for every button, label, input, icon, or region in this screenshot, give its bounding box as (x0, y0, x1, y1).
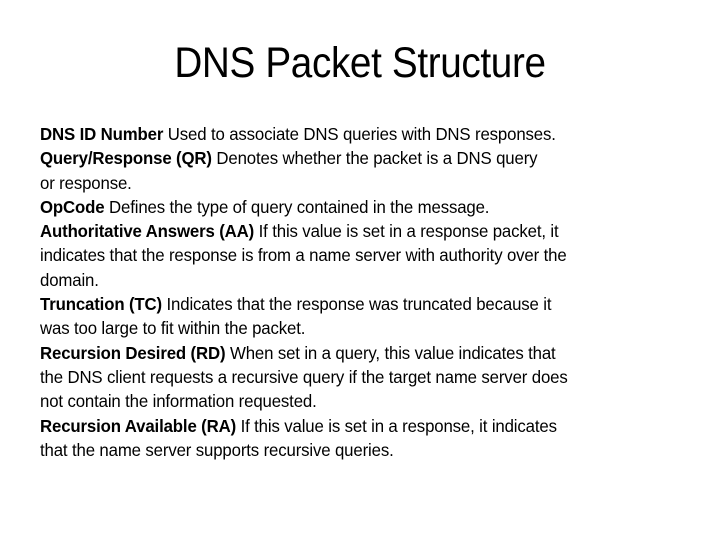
field-description-text: not contain the information requested. (40, 391, 317, 412)
body-text-line: or response. (40, 171, 651, 195)
field-description-text: or response. (40, 172, 132, 193)
field-term-label: Recursion Available (RA) (40, 415, 237, 436)
field-description-text: If this value is set in a response packe… (254, 221, 559, 242)
body-text-line: DNS ID Number Used to associate DNS quer… (40, 122, 651, 146)
field-term-label: Authoritative Answers (AA) (40, 221, 255, 242)
field-description-text: domain. (40, 269, 99, 290)
body-text-line: was too large to fit within the packet. (40, 316, 651, 340)
body-text-line: domain. (40, 268, 651, 292)
body-text-line: OpCode Defines the type of query contain… (40, 195, 651, 219)
field-description-text: that the name server supports recursive … (40, 439, 394, 460)
page-title: DNS Packet Structure (174, 39, 546, 87)
field-description-text: the DNS client requests a recursive quer… (40, 366, 568, 387)
body-text-line: Recursion Available (RA) If this value i… (40, 414, 651, 438)
field-term-label: DNS ID Number (40, 124, 164, 144)
body-text-line: the DNS client requests a recursive quer… (40, 365, 651, 389)
body-text-line: Authoritative Answers (AA) If this value… (40, 219, 651, 243)
field-term-label: Recursion Desired (RD) (40, 342, 226, 363)
body-text-line: Truncation (TC) Indicates that the respo… (40, 292, 651, 316)
field-term-label: Query/Response (QR) (40, 148, 212, 169)
field-description-text: indicates that the response is from a na… (40, 245, 567, 266)
field-description-text: When set in a query, this value indicate… (225, 342, 556, 363)
field-term-label: OpCode (40, 196, 105, 217)
body-text-line: that the name server supports recursive … (40, 438, 651, 462)
body-text-line: indicates that the response is from a na… (40, 243, 651, 267)
body-text-line: Query/Response (QR) Denotes whether the … (40, 146, 651, 170)
body-text-line: Recursion Desired (RD) When set in a que… (40, 341, 651, 365)
field-description-text: If this value is set in a response, it i… (236, 415, 557, 436)
field-description-text: was too large to fit within the packet. (40, 318, 306, 339)
field-description-text: Defines the type of query contained in t… (104, 196, 490, 217)
field-description-text: Denotes whether the packet is a DNS quer… (211, 148, 538, 169)
slide-body: DNS ID Number Used to associate DNS quer… (40, 122, 680, 462)
field-term-label: Truncation (TC) (40, 294, 163, 315)
body-text-line: not contain the information requested. (40, 389, 651, 413)
field-description-text: Used to associate DNS queries with DNS r… (163, 124, 556, 144)
field-description-text: Indicates that the response was truncate… (162, 294, 552, 315)
